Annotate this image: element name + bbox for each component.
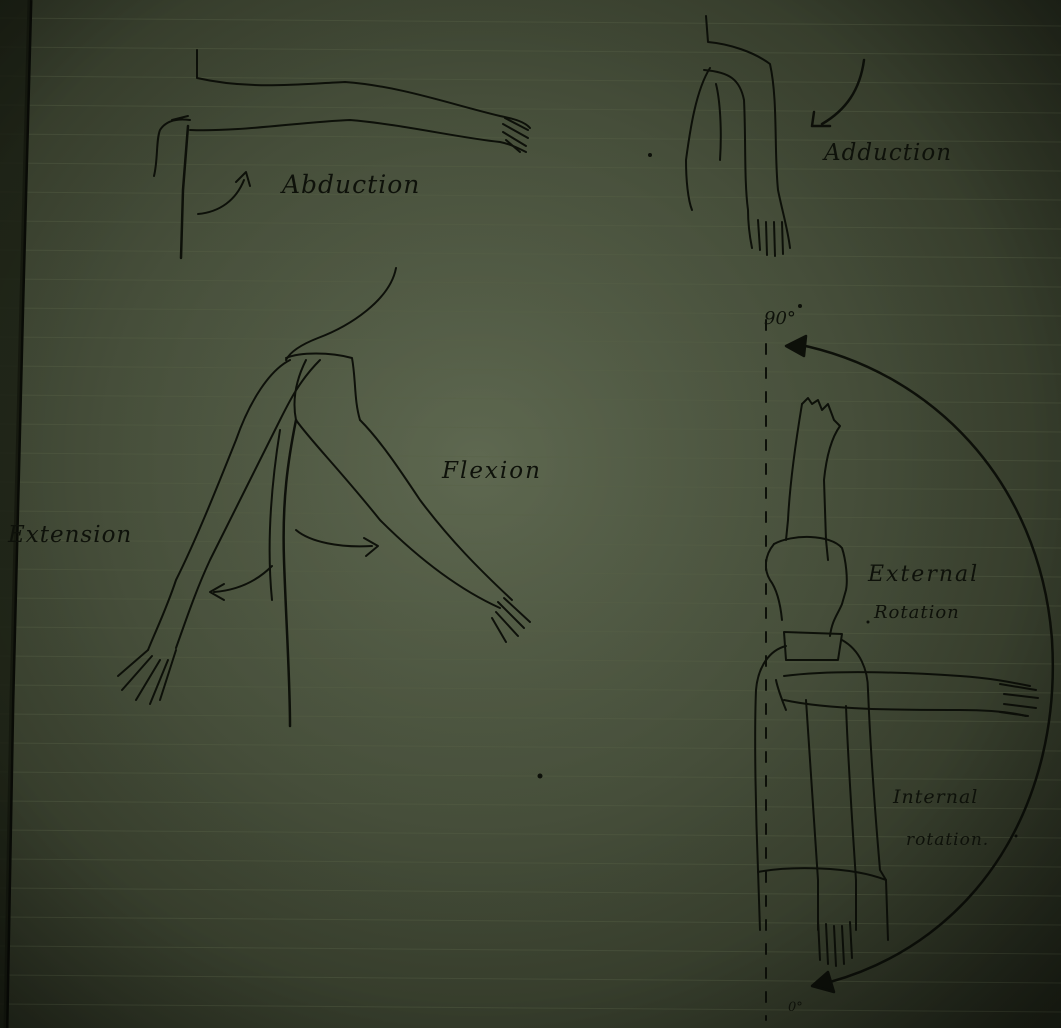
angle-0-label: 0° xyxy=(788,1000,803,1015)
abduction-label: Abduction xyxy=(282,170,420,199)
external-rotation-label-line2: Rotation xyxy=(874,602,960,623)
external-rotation-label-line1: External xyxy=(868,562,979,587)
internal-rotation-label-line2: rotation. xyxy=(906,830,989,850)
flexion-label: Flexion xyxy=(442,458,542,484)
adduction-label: Adduction xyxy=(824,140,952,166)
angle-90-label: 90° xyxy=(764,308,796,329)
extension-label: Extension xyxy=(8,522,132,548)
internal-rotation-label-line1: Internal xyxy=(893,786,978,808)
